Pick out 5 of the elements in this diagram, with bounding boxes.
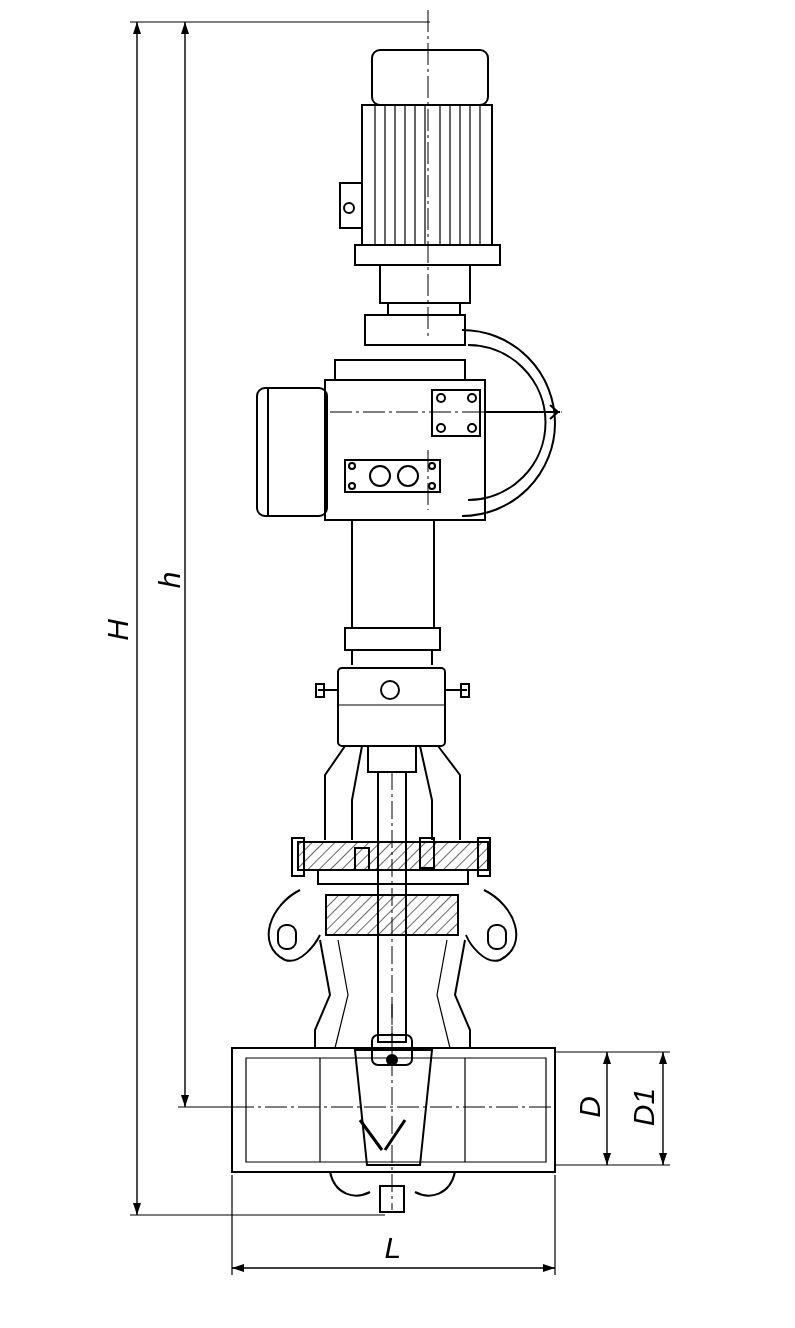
dimension-label: D (574, 1096, 605, 1118)
dimension-label: h (154, 571, 185, 589)
dimension-label: H (102, 619, 133, 641)
dimension-label: D1 (629, 1087, 660, 1127)
dimension-label: L (384, 1233, 402, 1263)
